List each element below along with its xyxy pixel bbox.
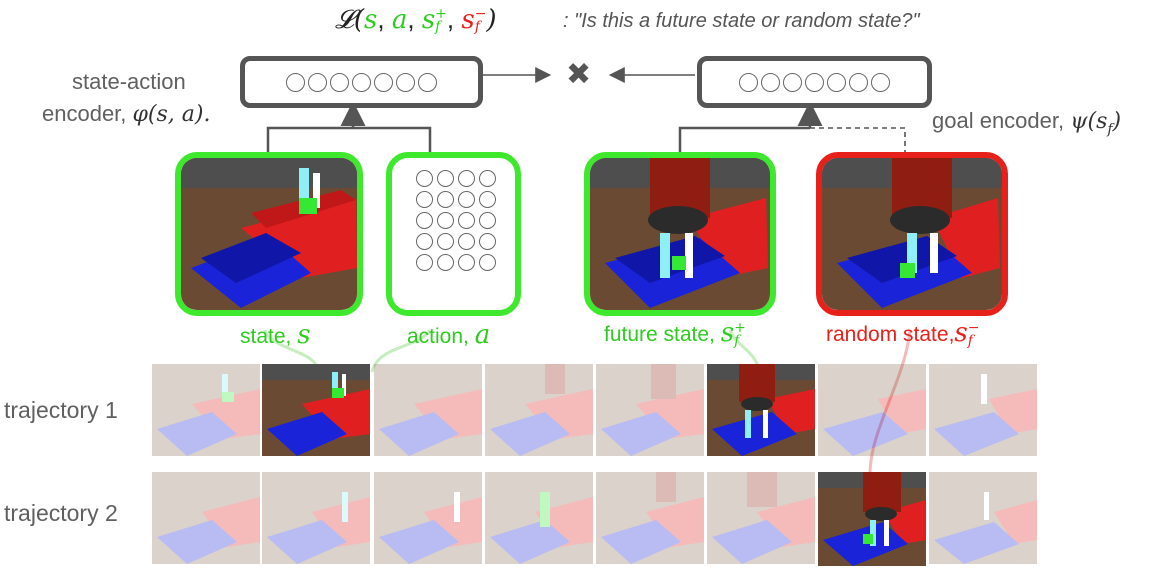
loss-arg-sfp: s+f — [421, 5, 447, 35]
loss-comma: , — [407, 4, 422, 34]
state-label: state, s — [240, 320, 311, 350]
loss-symbol: 𝓛( — [335, 5, 365, 35]
encoder-node — [871, 72, 890, 92]
goal-encoder — [697, 56, 932, 108]
trajectory-frame — [152, 472, 260, 564]
encoder-node — [330, 72, 349, 92]
loss-arg-sfm: s−f — [461, 5, 487, 35]
trajectory-frame-state — [262, 364, 370, 456]
encoder-node — [827, 72, 846, 92]
action-vector — [416, 170, 496, 271]
loss-formula: 𝓛(s, a, s+f, s−f) — [335, 4, 497, 36]
state-action-encoder-label: state-action encoder, φ(s, a). — [42, 66, 247, 131]
state-action-encoder — [240, 56, 483, 108]
trajectory-frame — [596, 364, 704, 456]
action-curve — [370, 329, 432, 373]
random-state-label: random state,s−f — [826, 318, 980, 350]
robot-scene-image — [181, 158, 357, 310]
goal-encoder-label: goal encoder, ψ(sf) — [932, 108, 1122, 138]
random-state-card — [816, 152, 1008, 316]
loss-question: : "Is this a future state or random stat… — [563, 10, 920, 32]
encoder-node — [396, 72, 415, 92]
trajectory-frame — [485, 472, 593, 564]
trajectory-frame — [707, 472, 815, 564]
random-to-goal-dashed — [810, 127, 906, 160]
loss-arg-a: a — [391, 5, 408, 35]
trajectory-frame-future — [707, 364, 815, 456]
trajectory-frame — [152, 364, 260, 456]
trajectory-2-label: trajectory 2 — [4, 500, 118, 526]
encoder-node — [805, 72, 824, 92]
sa-label-line1: state-action — [72, 69, 186, 94]
robot-scene-image — [590, 158, 770, 310]
trajectory-frame — [596, 472, 704, 564]
encoder-node — [761, 72, 780, 92]
encoder-node — [374, 72, 393, 92]
encoder-node — [352, 72, 371, 92]
encoder-node — [418, 72, 437, 92]
loss-comma: , — [446, 4, 462, 34]
state-to-encoder-line — [266, 126, 432, 160]
trajectory-frame — [374, 472, 482, 564]
trajectory-frame — [818, 364, 926, 456]
sa-label-line2: encoder, φ(s, a). — [42, 101, 211, 127]
future-to-goal-line — [678, 126, 810, 160]
loss-close: ) — [486, 5, 497, 35]
random-curve — [868, 329, 912, 475]
loss-comma: , — [377, 4, 392, 34]
encoder-node — [739, 72, 758, 92]
trajectory-frame — [929, 472, 1037, 564]
trajectory-frame — [929, 364, 1037, 456]
trajectory-1-label: trajectory 1 — [4, 397, 118, 423]
trajectory-frame-random — [818, 472, 926, 566]
future-state-card — [584, 152, 776, 316]
trajectory-frame — [262, 472, 370, 564]
trajectory-frame — [485, 364, 593, 456]
encoder-node — [286, 72, 305, 92]
action-card — [386, 152, 521, 316]
encoder-node — [783, 72, 802, 92]
encoder-node — [849, 72, 868, 92]
future-state-label: future state, s+f — [604, 318, 746, 350]
state-card — [175, 152, 363, 316]
loss-arg-s: s — [364, 5, 378, 35]
trajectory-frame — [374, 364, 482, 456]
action-label: action, a — [407, 320, 491, 350]
encoder-node — [308, 72, 327, 92]
cross-icon: ✖ — [566, 58, 592, 91]
robot-scene-image — [822, 158, 1002, 310]
